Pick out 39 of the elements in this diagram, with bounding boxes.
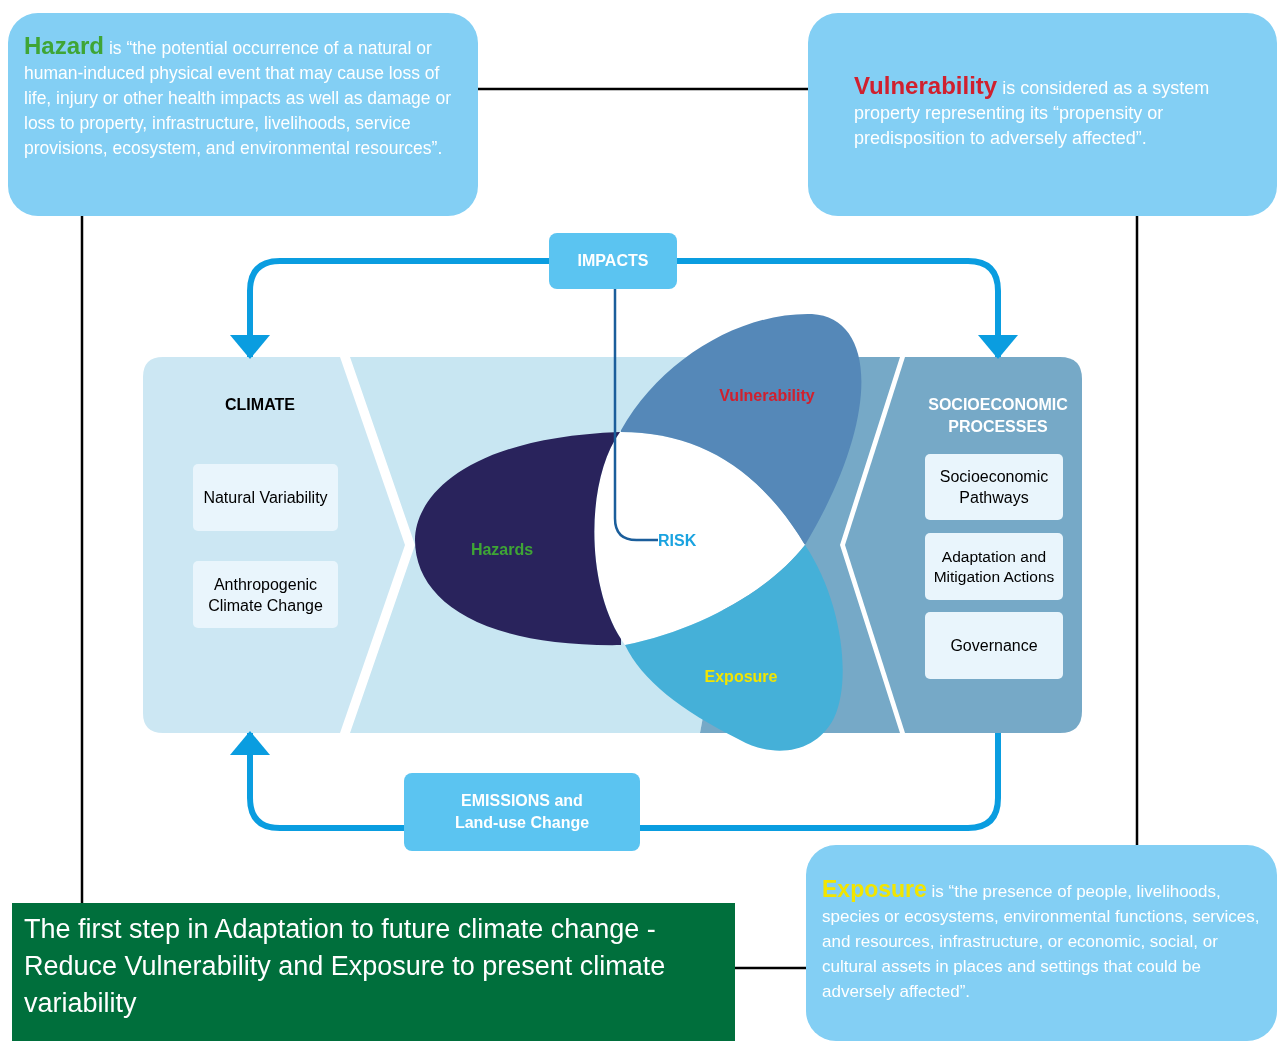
connector-line	[80, 216, 84, 903]
socioeconomic-panel	[845, 357, 1082, 733]
climate-panel	[143, 357, 405, 733]
factor-label: Natural Variability	[203, 488, 328, 508]
emissions-box	[404, 773, 640, 851]
factor-box	[925, 533, 1063, 600]
conclusion-banner	[12, 903, 735, 1041]
definition-text: Hazard is “the potential occurrence of a natural or human-induced physical event that may cause loss of life, injury or other health impacts as well as damage or loss to property, infrastructure, livelihoods, service provisions, ecosystem, and environmental resources”.	[23, 31, 452, 160]
flow-arrow	[230, 258, 549, 359]
connector-line	[1135, 216, 1139, 845]
factor-label: Governance	[950, 636, 1038, 656]
emissions-label: EMISSIONS and Land-use Change	[453, 791, 591, 833]
conclusion-text: The first step in Adaptation to future climate change - Reduce Vulnerability and Exposure to present climate variability	[23, 913, 667, 1020]
risk-label: RISK	[658, 529, 716, 553]
definition-card	[806, 845, 1277, 1041]
petal-label: Exposure	[703, 667, 779, 687]
impacts-box	[549, 233, 677, 289]
factor-box	[925, 454, 1063, 520]
factor-label: Socioeconomic Pathways	[938, 467, 1050, 508]
connector-line	[478, 87, 808, 91]
factor-box	[193, 561, 338, 628]
definition-card	[808, 13, 1277, 216]
connector-line	[735, 966, 806, 970]
factor-label: Adaptation and Mitigation Actions	[932, 546, 1056, 587]
definition-text: Exposure is “the presence of people, livelihoods, species or ecosystems, environmental functions, services, and resources, infrastructure, or economic, social, or cultural assets in places and settings that could be adversely affected”.	[821, 875, 1261, 1003]
connector-line	[613, 289, 658, 542]
factor-box	[925, 612, 1063, 679]
definition-text: Vulnerability is considered as a system property representing its “propensity or predisposition to adversely affected”.	[853, 71, 1211, 150]
impacts-label: IMPACTS	[577, 251, 649, 271]
petal-label: Vulnerability	[718, 386, 816, 406]
connector-line	[640, 733, 1001, 831]
factor-label: Anthropogenic Climate Change	[207, 574, 324, 616]
panel-title: SOCIOECONOMIC PROCESSES	[927, 395, 1069, 437]
definition-card	[8, 13, 478, 216]
flow-arrow	[230, 731, 404, 831]
petal-label: Hazards	[469, 540, 535, 560]
factor-box	[193, 464, 338, 531]
flow-arrow	[677, 258, 1018, 359]
panel-title: CLIMATE	[224, 395, 296, 415]
